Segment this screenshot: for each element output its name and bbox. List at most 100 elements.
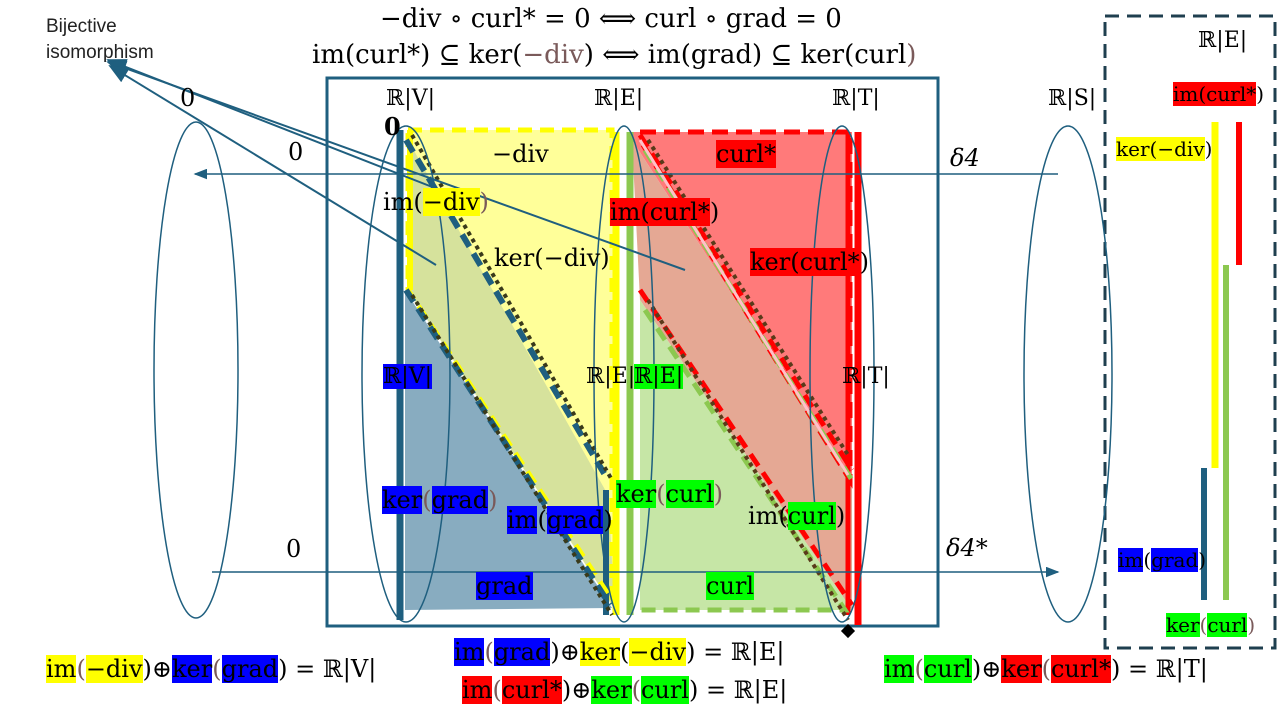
side-ker-curl-d: ) [1247, 613, 1256, 637]
eq3-e: ker [591, 676, 632, 704]
eq2-f: ( [620, 638, 630, 666]
ellipse-v [361, 125, 451, 623]
label-rv-mid: ℝ|V| [383, 364, 432, 389]
eq4-c: curl [923, 655, 972, 683]
ker-curl-b: ( [656, 480, 666, 508]
header-line2-c: ) ⟺ im(grad) ⊆ ker(curl [583, 40, 907, 70]
side-im-curl-star-a: im( [1173, 82, 1207, 106]
label-im-div: im(−div) [383, 188, 489, 216]
header-line2-b: −div [522, 40, 584, 70]
pink-diagonal [638, 139, 850, 476]
green-dashed-diagonal [640, 148, 855, 613]
main-box [325, 76, 940, 628]
corner-mark [840, 623, 856, 639]
eq4-h: ) = ℝ|T| [1110, 655, 1208, 683]
label-im-curl-star: im(curl*) [610, 198, 719, 226]
label-rt-mid: ℝ|T| [842, 364, 890, 389]
eq3-d: )⊕ [561, 676, 592, 704]
side-ker-curl-c: curl [1207, 613, 1248, 637]
side-ker-curl-b: ( [1199, 613, 1208, 637]
equation-e1: im(grad)⊕ker(−div) = ℝ|E| [454, 638, 785, 666]
im-curl-a: im( [748, 502, 788, 530]
space-rt: ℝ|T| [832, 86, 880, 111]
header-line2: im(curl*) ⊆ ker(−div) ⟺ im(grad) ⊆ ker(c… [312, 40, 916, 70]
side-im-curl-star: im(curl*) [1173, 82, 1264, 106]
olive-region [408, 140, 615, 610]
zero-arrow-bottom: 0 [286, 535, 302, 563]
eq1-b: ( [76, 655, 86, 683]
side-ker-div-a: ker( [1116, 137, 1158, 161]
eq2-e: ker [579, 638, 621, 666]
eq1-d: )⊕ [142, 655, 173, 683]
im-div-c: ) [479, 188, 489, 216]
eq4-d: )⊕ [971, 655, 1002, 683]
im-curl-star-b: curl* [649, 198, 710, 226]
red-dashed-diagonal [637, 133, 855, 607]
side-re: ℝ|E| [1198, 28, 1248, 53]
ellipse-left-zero [153, 121, 239, 619]
label-im-grad: im(grad) [507, 506, 613, 534]
eq1-h: ) = ℝ|V| [278, 655, 377, 683]
im-grad-d: ) [603, 506, 613, 534]
im-grad-b: ( [537, 506, 547, 534]
im-curl-c: ) [835, 502, 846, 530]
space-rs: ℝ|S| [1048, 86, 1097, 111]
ker-grad-b: ( [422, 486, 432, 514]
ellipse-s [1023, 125, 1113, 623]
zero-v-top: 0 [384, 112, 401, 141]
side-im-grad-c: grad [1151, 548, 1199, 572]
zero-arrow-top: 0 [288, 138, 304, 166]
blue-dashed-diagonal [403, 138, 613, 607]
eq1-f: ( [212, 655, 222, 683]
bijective-arrow-3 [108, 64, 437, 266]
ker-curl-star-b: curl* [799, 248, 860, 276]
ker-grad-a: ker [382, 486, 423, 514]
eq4-f: ( [1041, 655, 1051, 683]
space-rv: ℝ|V| [386, 86, 435, 111]
side-ker-div-c: ) [1204, 137, 1213, 161]
eq3-b: ( [492, 676, 502, 704]
eq1-g: grad [221, 655, 279, 683]
eq1-a: im [46, 655, 77, 683]
label-ker-curl: ker(curl) [616, 480, 723, 508]
zero-top-left: 0 [180, 84, 196, 112]
header-line1: −div ∘ curl* = 0 ⟺ curl ∘ grad = 0 [380, 4, 842, 34]
side-ker-curl: ker(curl) [1166, 613, 1255, 637]
im-grad-c: grad [546, 506, 604, 534]
eq2-b: ( [484, 638, 494, 666]
ker-curl-c: curl [665, 480, 714, 508]
ker-curl-star-a: ker( [750, 248, 800, 276]
equation-t: im(curl)⊕ker(curl*) = ℝ|T| [884, 655, 1208, 683]
im-curl-star-a: im( [610, 198, 650, 226]
eq1-c: −div [85, 655, 143, 683]
eq2-g: −div [629, 638, 687, 666]
ker-grad-d: ) [488, 486, 498, 514]
side-panel-box [1103, 14, 1277, 650]
im-grad-a: im [507, 506, 538, 534]
side-im-grad-d: ) [1198, 548, 1207, 572]
im-curl-b: curl [787, 502, 836, 530]
brown-dotted-diagonal [646, 138, 850, 622]
bijective-arrow-2 [106, 60, 686, 271]
side-im-grad: im(grad) [1118, 548, 1206, 572]
side-im-curl-star-b: curl* [1206, 82, 1257, 106]
label-ker-grad: ker(grad) [382, 486, 497, 514]
eq2-d: )⊕ [550, 638, 580, 666]
delta-4-star: δ4* [946, 534, 988, 562]
equation-v: im(−div)⊕ker(grad) = ℝ|V| [46, 655, 376, 683]
space-re: ℝ|E| [594, 86, 644, 111]
label-curl-star: curl* [716, 140, 777, 168]
ker-curl-a: ker [616, 480, 657, 508]
side-im-grad-a: im [1118, 548, 1144, 572]
side-ker-div-b: −div [1157, 137, 1205, 161]
eq1-e: ker [172, 655, 213, 683]
eq3-h: ) = ℝ|E| [688, 676, 788, 704]
eq3-g: curl [640, 676, 689, 704]
side-ker-div: ker(−div) [1116, 137, 1212, 161]
label-grad: grad [476, 572, 533, 600]
eq3-a: im [462, 676, 493, 704]
ker-curl-star-c: ) [859, 248, 870, 276]
equation-e2: im(curl*)⊕ker(curl) = ℝ|E| [462, 676, 787, 704]
im-div-a: im( [383, 188, 423, 216]
